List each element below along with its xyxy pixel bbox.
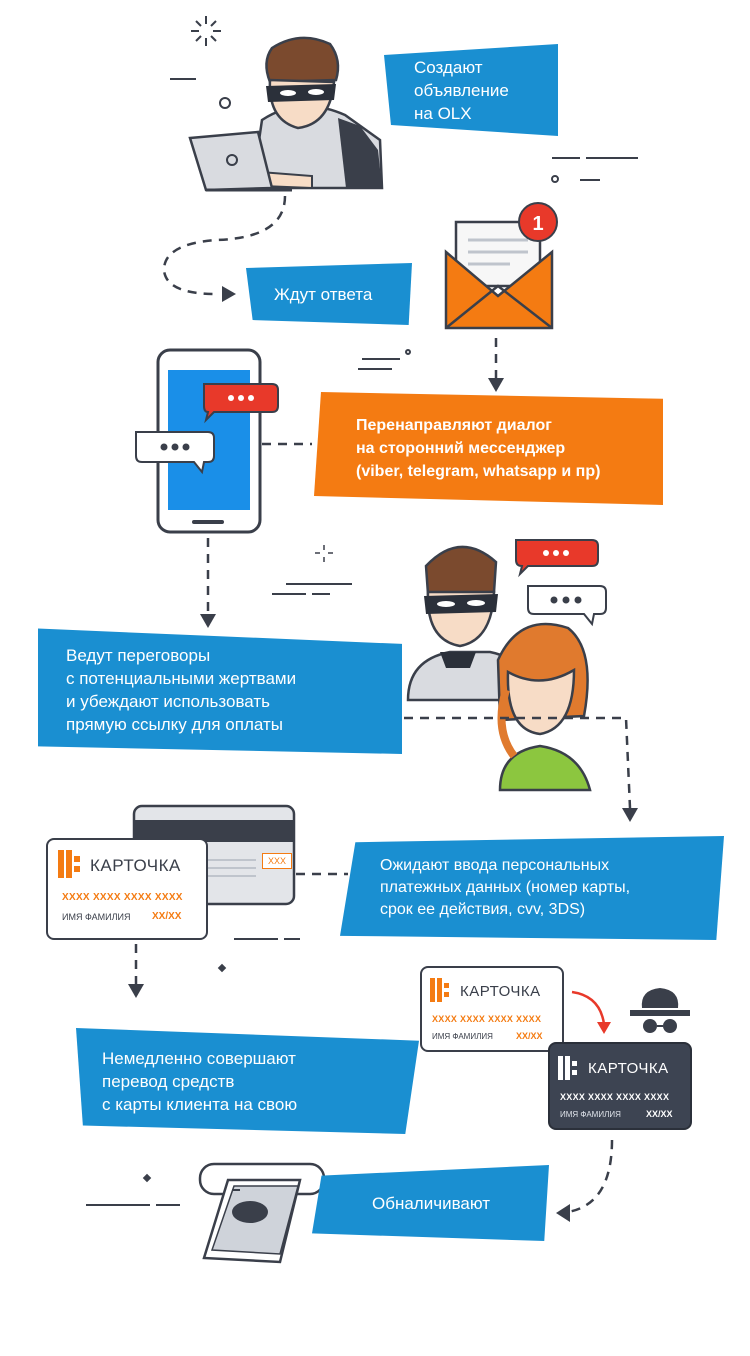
step-redirect-messenger-text: Перенаправляют диалог на сторонний мессе… [356, 417, 601, 480]
step-wait-reply: Ждут ответа [246, 263, 412, 325]
arrowheads [128, 286, 638, 1222]
card-title: КАРТОЧКА [90, 856, 181, 875]
step-redirect-messenger: Перенаправляют диалог на сторонний мессе… [314, 392, 663, 505]
step-negotiate: Ведут переговоры с потенциальными жертва… [38, 628, 402, 754]
decor-lines [86, 78, 638, 1206]
step-transfer-funds: Немедленно совершают перевод средств с к… [76, 1028, 419, 1134]
chat-bubble-white-2-icon [527, 585, 607, 627]
victim-card-front: КАРТОЧКА XXXX XXXX XXXX XXXX ИМЯ ФАМИЛИЯ… [46, 838, 208, 940]
step-cash-out: Обналичивают [312, 1165, 549, 1241]
chat-bubble-red-icon [203, 383, 279, 424]
card-logo-icon [558, 1056, 577, 1080]
step-await-card-data-text: Ожидают ввода персональных платежных дан… [380, 857, 631, 918]
card-cvv-label: XXX [262, 853, 292, 869]
connectors [134, 195, 632, 1214]
chat-bubble-white-icon [135, 431, 215, 475]
chat-bubble-red-2-icon [515, 539, 599, 578]
step-cash-out-text: Обналичивают [372, 1193, 491, 1213]
victim-avatar-icon [496, 622, 592, 792]
card-logo-icon [58, 850, 80, 878]
step-await-card-data: Ожидают ввода персональных платежных дан… [340, 836, 724, 940]
card-logo-icon [430, 978, 449, 1002]
card-title: КАРТОЧКА [588, 1060, 669, 1077]
cash-out-icon [198, 1162, 326, 1264]
sparkle-small-icon [315, 545, 333, 562]
card-holder-name: ИМЯ ФАМИЛИЯ [62, 912, 131, 922]
step-transfer-funds-text: Немедленно совершают перевод средств с к… [102, 1048, 298, 1114]
card-expiry: XX/XX [646, 1109, 673, 1119]
card-holder-name: ИМЯ ФАМИЛИЯ [560, 1110, 621, 1119]
spy-icon [630, 988, 690, 1033]
card-expiry: XX/XX [152, 911, 182, 922]
card-holder-name: ИМЯ ФАМИЛИЯ [432, 1032, 493, 1041]
victim-card-small: КАРТОЧКА XXXX XXXX XXXX XXXX ИМЯ ФАМИЛИЯ… [420, 966, 564, 1052]
card-title: КАРТОЧКА [460, 983, 541, 1000]
sparkle-icon [191, 16, 221, 46]
transfer-arrow-icon [571, 990, 611, 1034]
step-create-ad: Создают объявление на OLX [384, 44, 558, 136]
card-expiry: XX/XX [516, 1031, 543, 1041]
card-number: XXXX XXXX XXXX XXXX [62, 892, 183, 903]
step-create-ad-text: Создают объявление на OLX [414, 57, 509, 123]
card-number: XXXX XXXX XXXX XXXX [560, 1092, 670, 1102]
fraud-card: КАРТОЧКА XXXX XXXX XXXX XXXX ИМЯ ФАМИЛИЯ… [548, 1042, 692, 1130]
card-number: XXXX XXXX XXXX XXXX [432, 1014, 542, 1024]
step-negotiate-text: Ведут переговоры с потенциальными жертва… [66, 646, 297, 734]
hacker-laptop-icon [188, 36, 384, 192]
notification-badge: 1 [518, 202, 558, 242]
step-wait-reply-text: Ждут ответа [274, 284, 373, 304]
